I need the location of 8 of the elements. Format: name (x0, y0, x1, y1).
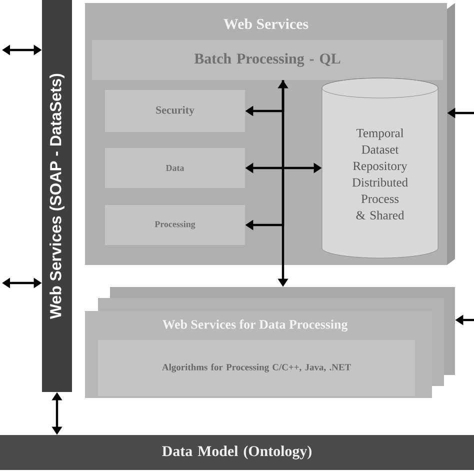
module-box: Processing (105, 205, 245, 245)
side-bar: Web Services (SOAP - DataSets) (42, 0, 72, 392)
repository-cylinder: Temporal Dataset Repository Distributed Process & Shared (322, 78, 438, 258)
base-bar: Data Model (Ontology) (0, 435, 474, 470)
layer-bar: Batch Processing - QL (92, 40, 444, 80)
module-box: Data (105, 148, 245, 188)
algorithm-box: Algorithms for Processing C/C++, Java, .NET (98, 340, 416, 396)
module-box: Security (105, 90, 245, 132)
